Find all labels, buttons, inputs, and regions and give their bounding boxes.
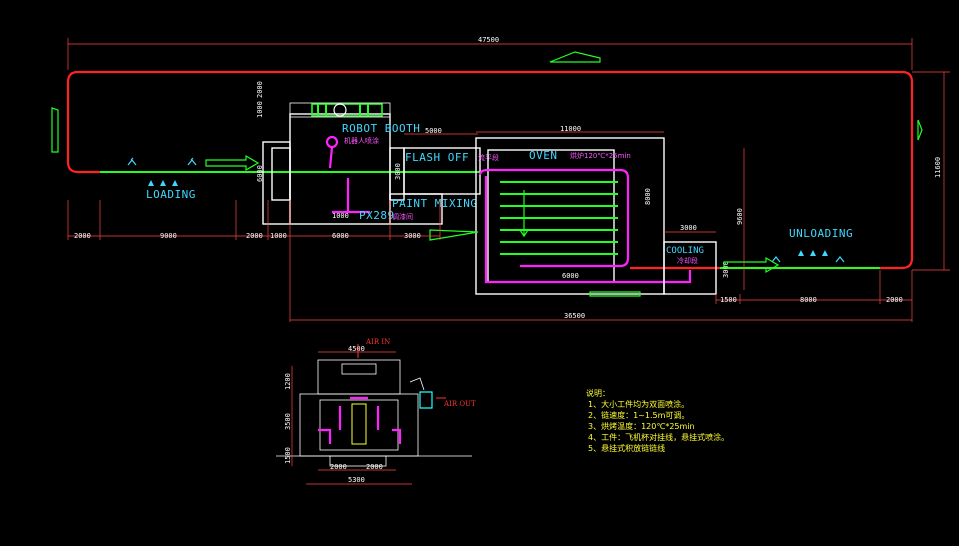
sec-width-bottom: 5300 [348,476,365,484]
flash-off-zone: 5000 FLASH OFF 流平段 PAINT MIXING 调漆间 3000 [389,127,499,225]
dim-6000-booth-vert: 6000 [256,165,264,182]
dim-b2000-a: 2000 [74,232,91,240]
loading-area: LOADING [127,157,197,201]
top-dimension: 47500 [67,36,913,70]
dim-3000-cool-h: 3000 [722,261,730,278]
unloading-label: UNLOADING [789,227,853,240]
dim-3000-flash: 3000 [394,163,402,180]
sec-w2000a: 2000 [330,463,347,471]
note-1: 1、大小工件均为双面喷涂。 [588,399,689,409]
paint-mixing-sub: 调漆间 [392,212,413,221]
air-in-label: AIR IN [365,338,390,346]
note-2: 2、链速度：1~1.5m可调。 [588,410,689,420]
main-conveyor-loop [66,70,914,270]
dim-overall-height: 11600 [934,157,942,178]
px-label: PX289 [359,209,395,222]
dim-2000-top: 2000 [256,81,264,98]
cooling-zone: 3000 COOLING 冷却段 3000 [663,224,730,295]
notes: 说明： 1、大小工件均为双面喷涂。 2、链速度：1~1.5m可调。 3、烘烤温度… [586,388,729,453]
dim-b8000: 8000 [800,296,817,304]
dim-b1000: 1000 [270,232,287,240]
sec-h1500: 1500 [284,447,292,464]
note-5: 5、悬挂式积放链链线 [588,443,665,453]
paint-mixing-label: PAINT MIXING [392,197,477,210]
dim-5000: 5000 [425,127,442,135]
right-dimension: 11600 [912,71,950,271]
dim-3000-cool-w: 3000 [680,224,697,232]
note-3: 3、烘烤温度：120℃*25min [588,421,695,431]
dim-1000-inner: 1000 [332,212,349,220]
cooling-label: COOLING [666,246,704,256]
dim-6000-oven: 6000 [562,272,579,280]
dim-b3000: 3000 [404,232,421,240]
sec-h1200: 1200 [284,373,292,390]
oven-label: OVEN [529,149,558,162]
robot-booth-label: ROBOT BOOTH [342,122,420,135]
air-out-label: AIR OUT [443,400,476,408]
robot-booth-sub: 机器人喷涂 [344,136,379,145]
robot-arm [325,135,370,214]
dim-b9000: 9000 [160,232,177,240]
dim-overall-length: 47500 [478,36,499,44]
dim-8000-oven: 8000 [644,188,652,205]
sec-width-top: 4500 [348,345,365,353]
sec-h3500: 3500 [284,413,292,430]
dim-9600: 9600 [736,208,744,225]
loading-label: LOADING [146,188,196,201]
dim-b1500: 1500 [720,296,737,304]
unloading-area: UNLOADING [771,227,853,263]
direction-arrows [51,51,923,297]
dim-b6000: 6000 [332,232,349,240]
oven-sub: 烘炉120℃*25min [570,151,631,160]
sec-w2000b: 2000 [366,463,383,471]
cooling-sub: 冷却段 [677,256,698,265]
notes-title: 说明： [586,388,610,398]
dim-b2000-c: 2000 [886,296,903,304]
dim-1000-top: 1000 [256,101,264,118]
note-4: 4、工件：飞机杯对挂线，悬挂式喷涂。 [588,432,729,442]
dim-b2000-b: 2000 [246,232,263,240]
dim-bottom-overall: 36500 [564,312,585,320]
bottom-dimensions: 2000 9000 2000 1000 6000 3000 1500 8000 … [67,200,913,322]
booth-cross-section: 4500 AIR IN AIR OUT 2000 2000 5300 1200 … [276,338,476,485]
oven-green-rails [500,181,618,255]
dim-11000: 11000 [560,125,581,133]
oven: 11000 OVEN 烘炉120℃*25min 6000 8000 9600 [475,125,745,295]
flash-off-label: FLASH OFF [405,151,469,164]
